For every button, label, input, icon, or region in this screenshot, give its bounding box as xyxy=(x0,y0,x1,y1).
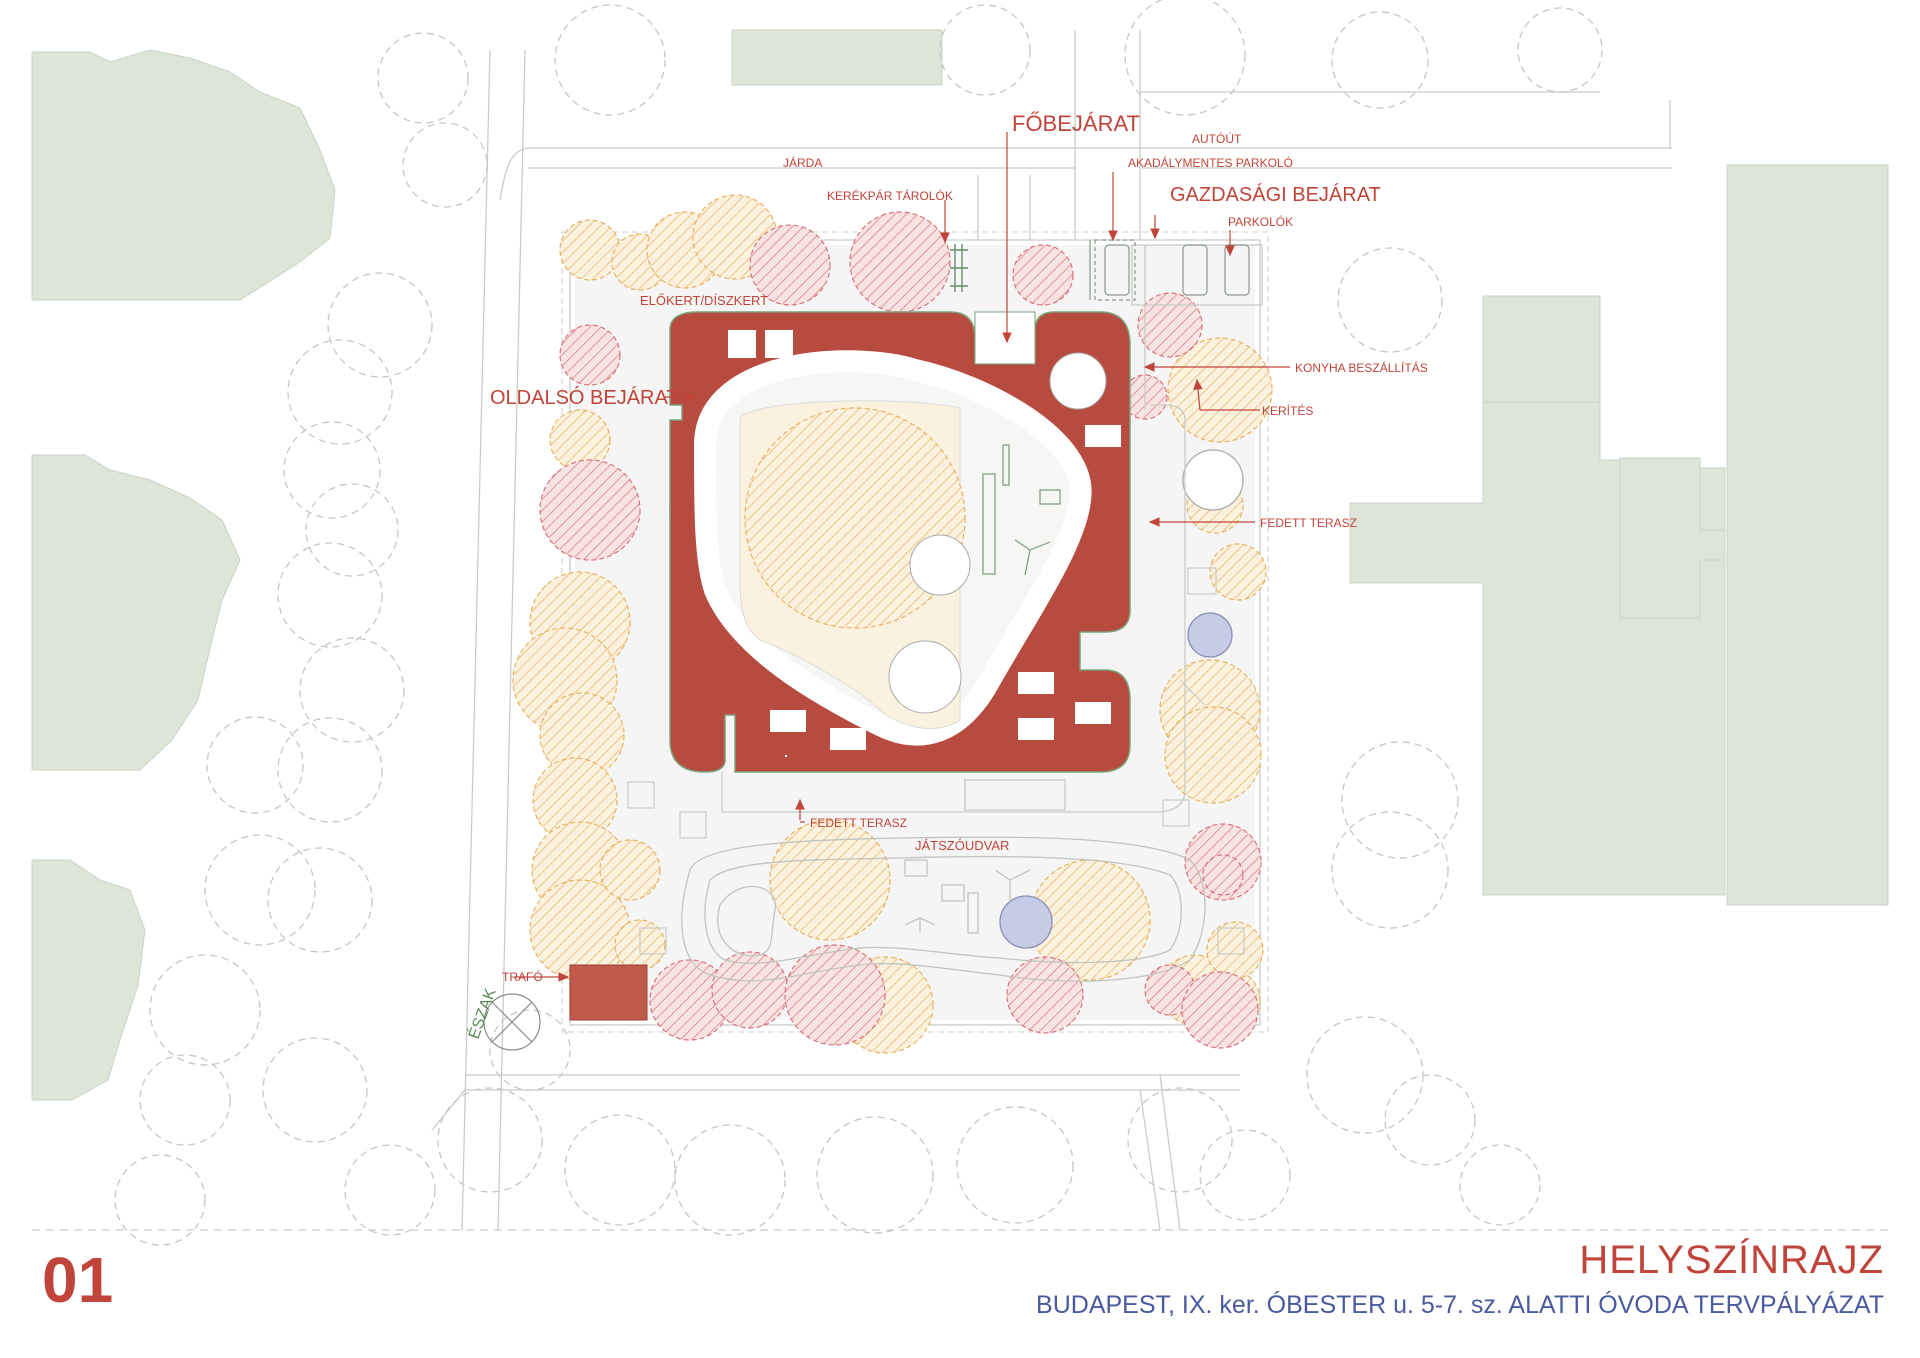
existing-trees xyxy=(114,0,1603,1246)
label-covered-terrace-east: FEDETT TERASZ xyxy=(1260,516,1357,530)
site-paths xyxy=(721,244,1263,813)
label-accessible-parking: AKADÁLYMENTES PARKOLÓ xyxy=(1128,155,1293,170)
north-label: ÉSZAK xyxy=(464,985,500,1041)
site-furniture xyxy=(627,567,1245,955)
label-bike-storage: KERÉKPÁR TÁROLÓK xyxy=(827,188,953,203)
label-covered-terrace-south: FEDETT TERASZ xyxy=(810,816,907,830)
label-service-entrance: GAZDASÁGI BEJÁRAT xyxy=(1170,183,1381,206)
label-front-garden: ELŐKERT/DÍSZKERT xyxy=(640,293,768,308)
leader-lines xyxy=(515,132,1290,982)
label-playground: JÁTSZÓUDVAR xyxy=(915,838,1009,853)
north-arrow xyxy=(483,993,541,1051)
label-parking: PARKOLÓK xyxy=(1228,214,1293,229)
label-side-entrance: OLDALSÓ BEJÁRAT xyxy=(490,386,679,409)
transformer xyxy=(569,964,648,1021)
label-sidewalk: JÁRDA xyxy=(783,155,822,170)
label-car-road: AUTÓÚT xyxy=(1192,131,1242,146)
label-fence: KERÍTÉS xyxy=(1262,403,1313,418)
bike-racks xyxy=(950,244,968,292)
neighbor-buildings xyxy=(31,29,1889,1101)
label-main-entrance: FŐBEJÁRAT xyxy=(1012,111,1140,136)
kindergarten-building xyxy=(669,311,1131,773)
parking xyxy=(1089,239,1250,301)
label-kitchen-delivery: KONYHA BESZÁLLÍTÁS xyxy=(1295,360,1428,375)
label-transformer: TRAFÓ xyxy=(502,969,543,984)
sheet-title: HELYSZÍNRAJZ xyxy=(1579,1238,1884,1282)
playground-area xyxy=(681,449,1244,982)
sheet-number: 01 xyxy=(42,1244,114,1316)
proposed-trees-red xyxy=(539,211,1262,1049)
road-outlines xyxy=(431,30,1672,1231)
sheet-subtitle: BUDAPEST, IX. ker. ÓBESTER u. 5-7. sz. A… xyxy=(1036,1291,1884,1319)
